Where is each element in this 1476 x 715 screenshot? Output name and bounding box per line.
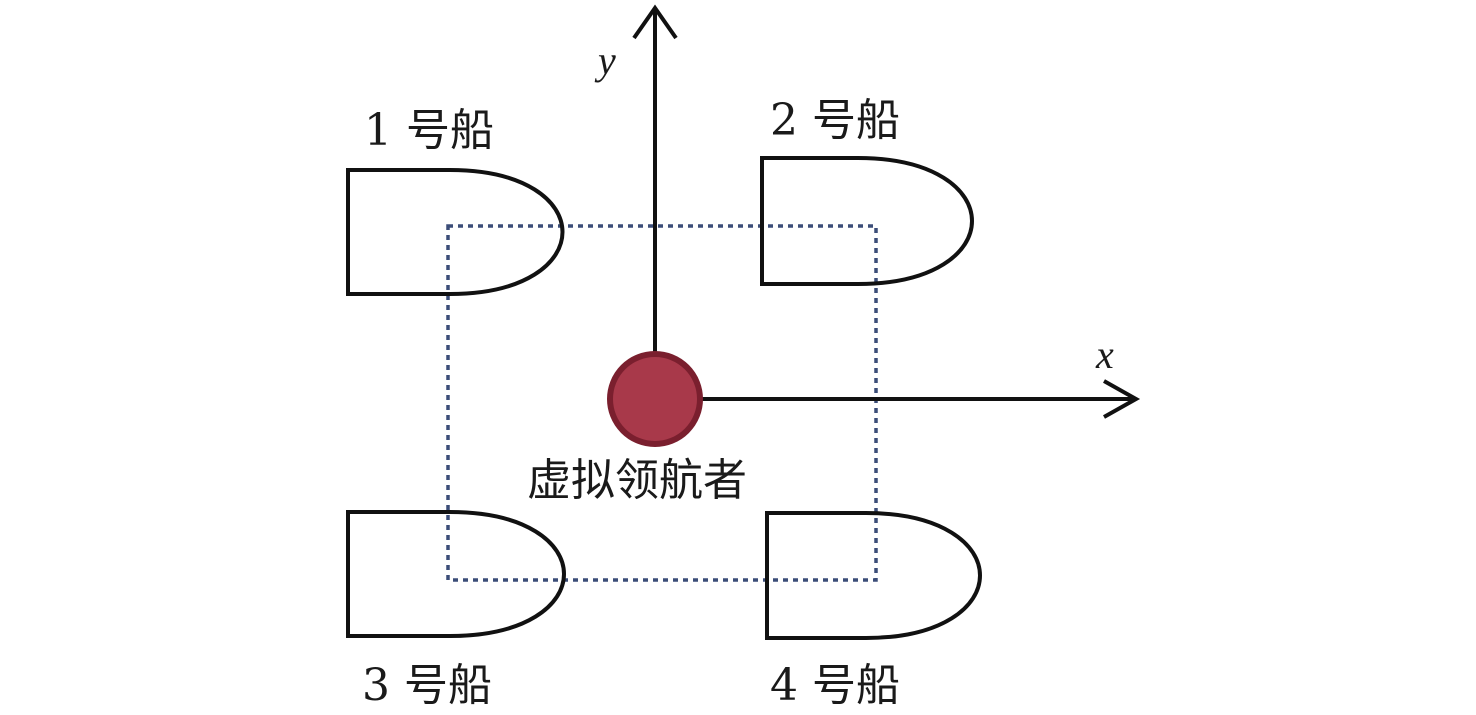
ship-2-label: 2 号船 (770, 95, 900, 146)
x-axis-arrowhead (1103, 379, 1141, 419)
ship-3-label: 3 号船 (362, 660, 492, 711)
x-axis-label: x (1095, 332, 1114, 377)
y-axis-arrowhead (632, 4, 678, 40)
ship-4-label: 4 号船 (770, 660, 900, 711)
virtual-leader-label: 虚拟领航者 (527, 455, 747, 506)
ship-2-hull (760, 156, 974, 286)
ship-1-hull (346, 168, 565, 296)
ship-4-hull (765, 511, 982, 640)
formation-boundary (446, 224, 878, 582)
ship-3-hull (346, 510, 566, 638)
virtual-leader-marker (607, 351, 703, 447)
ship-1-label: 1 号船 (364, 105, 494, 156)
y-axis-label: y (594, 38, 616, 83)
